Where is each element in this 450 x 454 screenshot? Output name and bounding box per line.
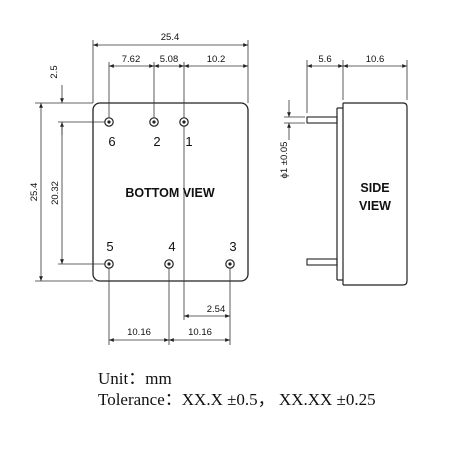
dim-pitch-6-2: 7.62: [122, 54, 141, 65]
pin-label-3: 3: [229, 239, 236, 254]
dim-pitch-3-edge: 2.54: [207, 304, 226, 315]
unit-note: Unit：mm: [98, 369, 172, 388]
pin-label-2: 2: [153, 134, 160, 149]
dim-pin-diameter: ϕ1 ±0.05: [279, 142, 290, 179]
pin-label-1: 1: [185, 134, 192, 149]
dim-side-body-depth: 10.6: [366, 54, 385, 65]
dim-side-pin-length: 5.6: [318, 54, 331, 65]
bottom-view-label: BOTTOM VIEW: [125, 186, 215, 200]
pin-label-6: 6: [108, 134, 115, 149]
pin-4: [164, 259, 174, 269]
pin-6: [104, 117, 114, 127]
dim-pitch-5-4: 10.16: [127, 327, 151, 338]
dim-pitch-2-1: 5.08: [160, 54, 179, 65]
pin-5: [104, 259, 114, 269]
dim-offset-top: 2.5: [49, 65, 60, 78]
dim-pitch-4-3: 10.16: [188, 327, 212, 338]
dim-overall-width: 25.4: [161, 32, 180, 43]
bottom-view-body: [92, 102, 249, 282]
side-view-pin-upper: [306, 116, 338, 124]
pin-1: [179, 117, 189, 127]
dim-overall-height: 25.4: [29, 183, 40, 202]
side-view-label-line1: SIDE: [360, 181, 389, 195]
side-view-body: [336, 102, 408, 286]
drawing-notes: Unit：mm Tolerance：XX.X ±0.5， XX.XX ±0.25: [98, 368, 376, 410]
pin-label-4: 4: [168, 239, 175, 254]
dim-pin-row-spacing: 20.32: [50, 181, 61, 205]
pin-2: [149, 117, 159, 127]
side-view-label-line2: VIEW: [359, 199, 391, 213]
dim-offset-1-edge: 10.2: [207, 54, 226, 65]
side-view-pin-lower: [306, 258, 338, 266]
tolerance-note: Tolerance：XX.X ±0.5， XX.XX ±0.25: [98, 390, 376, 409]
pin-label-5: 5: [106, 239, 113, 254]
pin-3: [225, 259, 235, 269]
